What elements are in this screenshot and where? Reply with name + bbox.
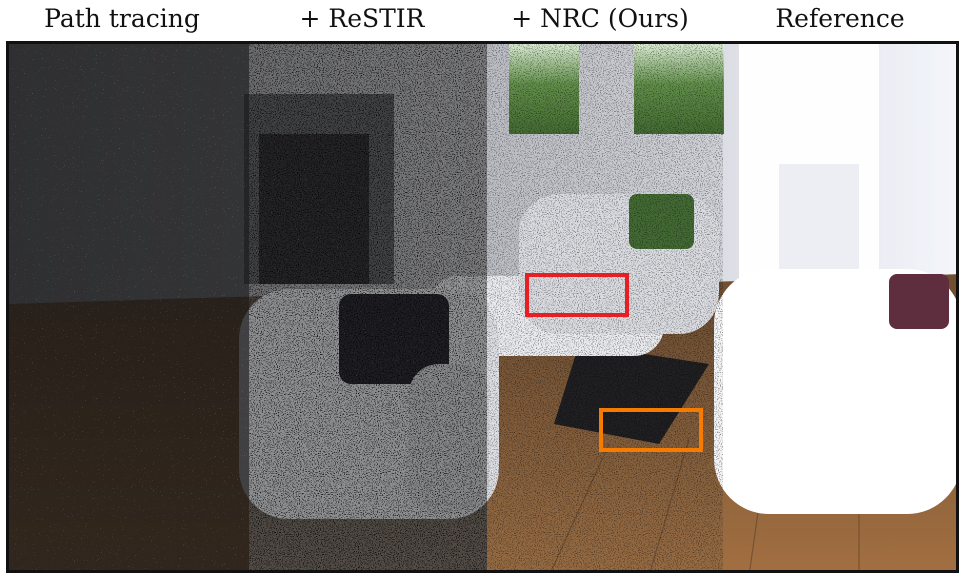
label-restir: + ReSTIR xyxy=(299,4,425,33)
label-reference: Reference xyxy=(775,4,905,33)
strip-restir xyxy=(249,44,487,570)
strip-reference xyxy=(723,44,956,570)
column-headers: Path tracing + ReSTIR + NRC (Ours) Refer… xyxy=(0,0,967,40)
label-nrc: + NRC (Ours) xyxy=(511,4,689,33)
label-path-tracing: Path tracing xyxy=(44,4,200,33)
highlight-box-red xyxy=(525,273,629,317)
highlight-box-orange xyxy=(599,408,703,452)
comparison-image xyxy=(6,41,959,573)
strip-path-tracing xyxy=(9,44,249,570)
